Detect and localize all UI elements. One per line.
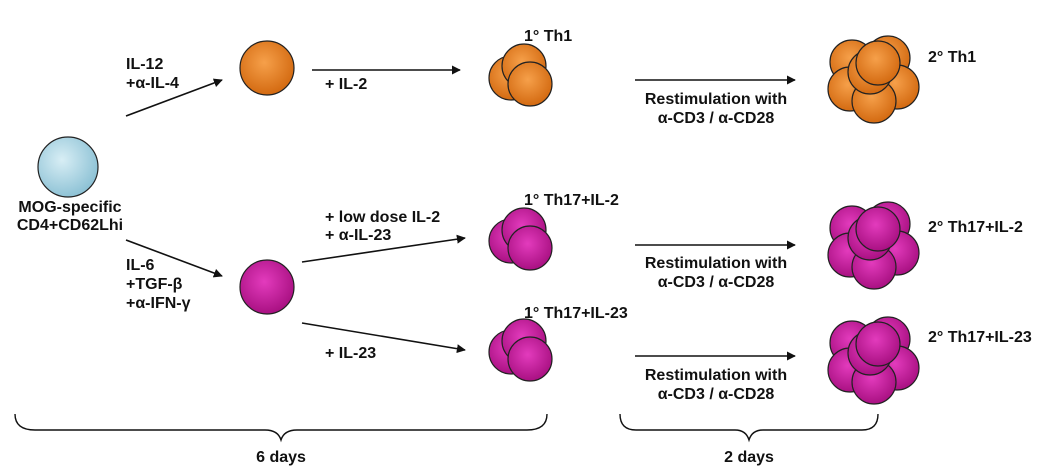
arrow-th17-il2-expansion bbox=[301, 234, 466, 263]
source-cell-label-1: MOG-specific bbox=[18, 199, 121, 216]
th1-polarizing-line2: +α-IL-4 bbox=[126, 75, 179, 92]
secondary-th1-label: 2° Th1 bbox=[928, 49, 976, 66]
timeline-6-days: 6 days bbox=[256, 449, 306, 466]
th17-il2-expansion-line1: + low dose IL-2 bbox=[325, 209, 440, 226]
brace-6-days bbox=[14, 413, 548, 443]
th1-restim-line1: Restimulation with bbox=[645, 91, 787, 108]
timeline-2-days: 2 days bbox=[724, 449, 774, 466]
primary-th17-il2-cluster bbox=[488, 207, 553, 271]
primary-th17-il2-label: 1° Th17+IL-2 bbox=[524, 192, 619, 209]
th17-polarizing-line3: +α-IFN-γ bbox=[126, 295, 191, 312]
arrow-to-th17-polarization bbox=[125, 239, 223, 278]
th1-polarizing-line1: IL-12 bbox=[126, 56, 163, 73]
secondary-th1-cluster bbox=[827, 35, 920, 124]
secondary-th17-il2-label: 2° Th17+IL-2 bbox=[928, 219, 1023, 236]
primary-th1-label: 1° Th1 bbox=[524, 28, 572, 45]
th17-intermediate-cell bbox=[239, 259, 295, 315]
th1-intermediate-cell bbox=[239, 40, 295, 96]
th17-il23-restim-line2: α-CD3 / α-CD28 bbox=[658, 386, 775, 403]
secondary-th17-il23-cluster bbox=[827, 316, 920, 405]
arrow-th17-il23-expansion bbox=[301, 322, 466, 354]
th17-il23-expansion-label: + IL-23 bbox=[325, 345, 376, 362]
th1-expansion-label: + IL-2 bbox=[325, 76, 367, 93]
primary-th17-il23-cluster bbox=[488, 318, 553, 382]
secondary-th17-il23-label: 2° Th17+IL-23 bbox=[928, 329, 1032, 346]
th17-polarizing-line2: +TGF-β bbox=[126, 276, 183, 293]
naive-cd4-cell bbox=[37, 136, 99, 198]
primary-th17-il23-label: 1° Th17+IL-23 bbox=[524, 305, 628, 322]
th17-il2-expansion-line2: + α-IL-23 bbox=[325, 227, 391, 244]
th17-il2-restim-line1: Restimulation with bbox=[645, 255, 787, 272]
brace-2-days bbox=[619, 413, 879, 443]
source-cell-label-2: CD4+CD62Lhi bbox=[17, 217, 123, 234]
th17-il23-restim-line1: Restimulation with bbox=[645, 367, 787, 384]
th17-polarizing-line1: IL-6 bbox=[126, 257, 155, 274]
arrow-to-th1-polarization bbox=[125, 78, 223, 117]
primary-th1-cluster bbox=[488, 43, 553, 107]
th17-il2-restim-line2: α-CD3 / α-CD28 bbox=[658, 274, 775, 291]
th1-restim-line2: α-CD3 / α-CD28 bbox=[658, 110, 775, 127]
secondary-th17-il2-cluster bbox=[827, 201, 920, 290]
